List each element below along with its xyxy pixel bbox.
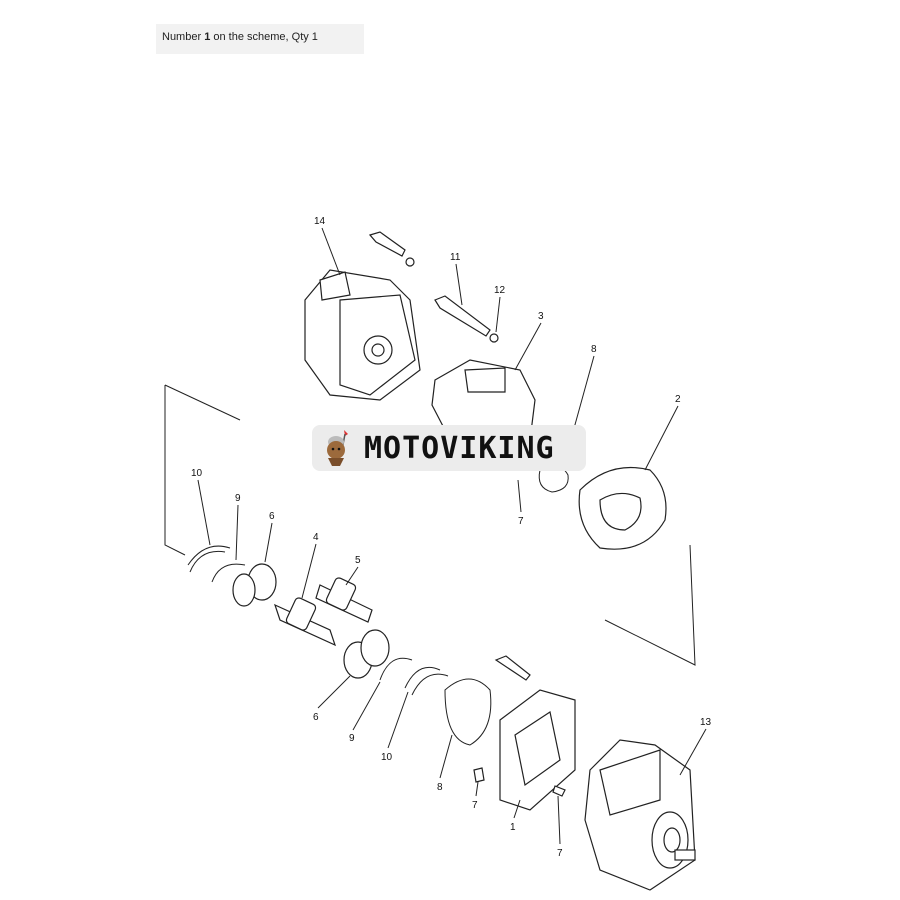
callout-6-lower: 6 bbox=[313, 712, 319, 723]
callout-5: 5 bbox=[355, 555, 361, 566]
caption-number: 1 bbox=[204, 31, 211, 43]
part-10-ring-lower bbox=[404, 666, 449, 696]
callout-6: 6 bbox=[269, 511, 275, 522]
callouts: 14 11 12 3 8 2 7 10 9 6 4 5 6 9 10 8 7 1… bbox=[191, 216, 712, 859]
part-14-cover bbox=[304, 269, 421, 401]
part-4-drive-gear bbox=[273, 597, 337, 647]
part-13-front-pump bbox=[584, 739, 696, 891]
part-9-ring-lower bbox=[379, 657, 413, 681]
callout-7-lower-a: 7 bbox=[472, 800, 478, 811]
callout-12: 12 bbox=[494, 285, 506, 296]
part-7-pin-a bbox=[473, 767, 485, 783]
callout-9-lower: 9 bbox=[349, 733, 355, 744]
watermark-logo: MOTOVIKING bbox=[312, 425, 586, 471]
callout-4: 4 bbox=[313, 532, 319, 543]
part-11-bolt bbox=[434, 295, 491, 337]
callout-10-lower: 10 bbox=[381, 752, 393, 763]
part-1-plate bbox=[499, 689, 576, 811]
part-6-bushing-lower-b bbox=[360, 629, 390, 667]
part-5-driven-gear bbox=[315, 577, 373, 623]
callout-3: 3 bbox=[538, 311, 544, 322]
caption-prefix: Number bbox=[162, 31, 205, 43]
bolt-upper bbox=[368, 231, 406, 257]
viking-mascot-icon bbox=[327, 430, 348, 466]
watermark-text: MOTOVIKING bbox=[364, 430, 555, 466]
callout-7: 7 bbox=[518, 516, 524, 527]
callout-7-lower-b: 7 bbox=[557, 848, 563, 859]
part-2-gear-housing bbox=[578, 466, 667, 550]
part-6-bushing-upper-b bbox=[232, 573, 256, 607]
washer-upper bbox=[405, 257, 415, 267]
bolt-lower bbox=[494, 655, 531, 681]
callout-8: 8 bbox=[591, 344, 597, 355]
caption-suffix: on the scheme, Qty 1 bbox=[210, 31, 318, 43]
part-9-ring-upper bbox=[211, 563, 246, 583]
callout-8-lower: 8 bbox=[437, 782, 443, 793]
part-caption: Number 1 on the scheme, Qty 1 bbox=[156, 24, 364, 54]
part-12-washer bbox=[489, 333, 499, 343]
callout-11: 11 bbox=[450, 252, 461, 263]
part-3-body bbox=[431, 359, 536, 441]
callout-10: 10 bbox=[191, 468, 203, 479]
part-8-seal-lower bbox=[444, 678, 492, 746]
callout-2: 2 bbox=[675, 394, 681, 405]
part-10-ring-upper bbox=[187, 545, 231, 573]
part-7-pin-b bbox=[552, 785, 566, 797]
callout-1: 1 bbox=[510, 822, 516, 833]
callout-14: 14 bbox=[314, 216, 326, 227]
callout-13: 13 bbox=[700, 717, 712, 728]
callout-9: 9 bbox=[235, 493, 241, 504]
